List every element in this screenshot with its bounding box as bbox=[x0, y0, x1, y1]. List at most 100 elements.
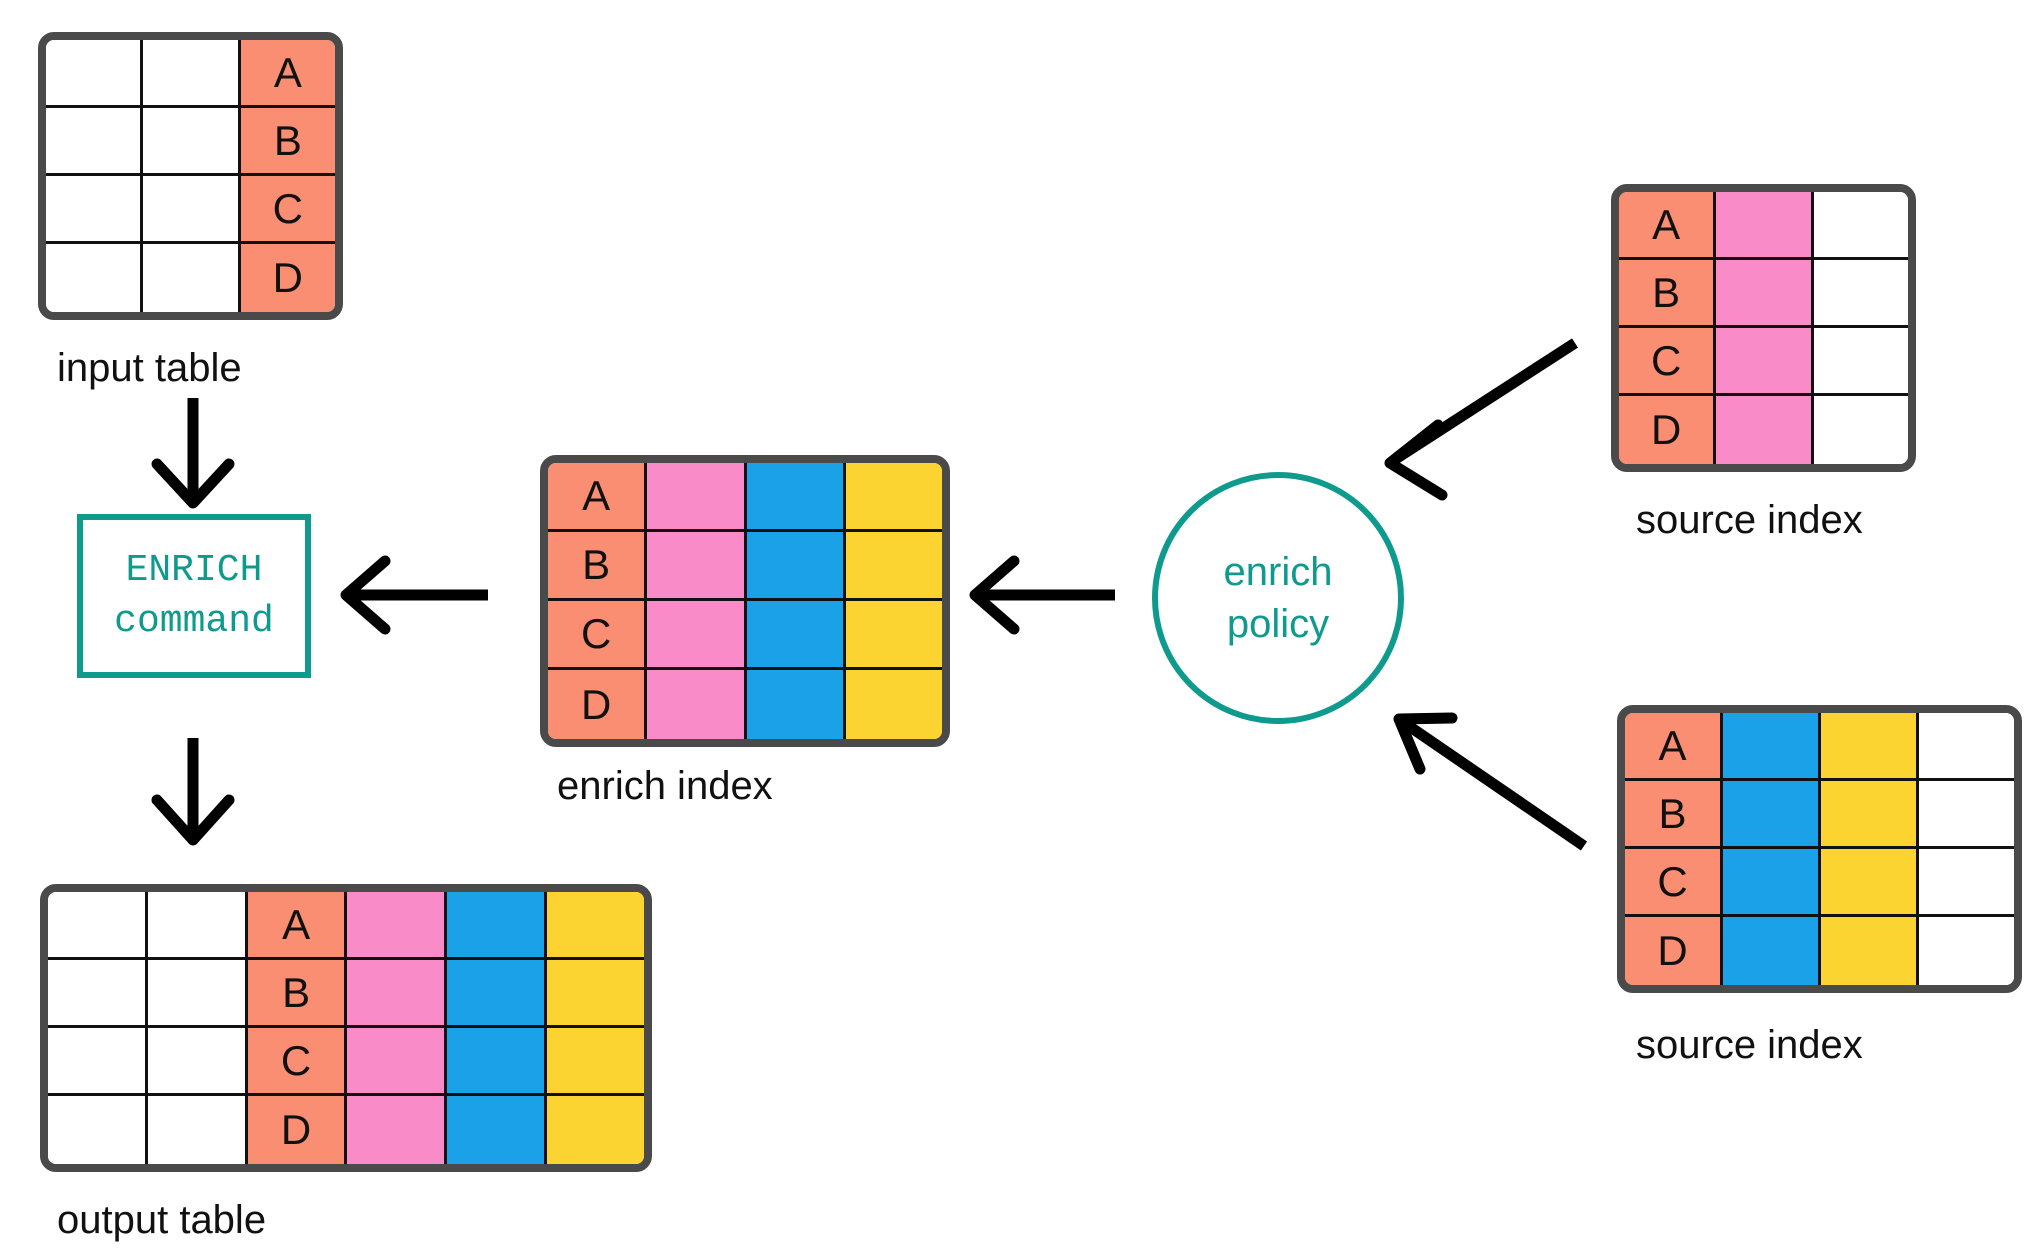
source-index-top-table: A B C D bbox=[1611, 184, 1916, 472]
table-cell-key: D bbox=[240, 244, 335, 312]
table-cell-blue bbox=[746, 532, 846, 601]
table-cell-yellow bbox=[845, 463, 942, 532]
table-cell-key: D bbox=[548, 670, 648, 739]
table-cell-key: C bbox=[240, 176, 335, 244]
table-cell-empty bbox=[1919, 781, 2014, 849]
table-cell-blue bbox=[1723, 917, 1821, 985]
table-row: A bbox=[48, 892, 644, 960]
table-cell-blue bbox=[447, 960, 548, 1028]
table-row: D bbox=[1625, 917, 2014, 985]
enrich-command-line1: ENRICH bbox=[125, 548, 263, 592]
table-row: D bbox=[548, 670, 942, 739]
table-cell-empty bbox=[1813, 396, 1908, 464]
table-row: B bbox=[1619, 260, 1908, 328]
table-row: B bbox=[1625, 781, 2014, 849]
table-cell-key: B bbox=[1625, 781, 1723, 849]
table-row: D bbox=[1619, 396, 1908, 464]
table-cell-empty bbox=[48, 892, 148, 960]
table-cell-key: C bbox=[247, 1028, 348, 1096]
table-cell-key: C bbox=[1619, 328, 1717, 396]
enrich-command-line2: command bbox=[114, 600, 274, 643]
table-cell-key: A bbox=[240, 40, 335, 108]
table-cell-key: A bbox=[1625, 713, 1723, 781]
table-cell-key: C bbox=[1625, 849, 1723, 917]
table-cell-blue bbox=[447, 1096, 548, 1164]
table-cell-blue bbox=[447, 1028, 548, 1096]
table-row: C bbox=[1625, 849, 2014, 917]
table-cell-key: A bbox=[247, 892, 348, 960]
table-cell-pink bbox=[1716, 328, 1814, 396]
table-cell-pink bbox=[1716, 260, 1814, 328]
table-row: D bbox=[48, 1096, 644, 1164]
table-cell-empty bbox=[48, 1028, 148, 1096]
table-cell-key: B bbox=[240, 108, 335, 176]
enrich-policy-line2: policy bbox=[1226, 602, 1330, 646]
table-cell-yellow bbox=[547, 960, 644, 1028]
table-row: D bbox=[46, 244, 335, 312]
arrow-source-index-top-to-enrich-policy bbox=[1384, 338, 1578, 501]
table-cell-pink bbox=[647, 532, 747, 601]
table-cell-empty bbox=[48, 1096, 148, 1164]
table-cell-yellow bbox=[1821, 917, 1919, 985]
table-cell-key: D bbox=[1619, 396, 1717, 464]
table-cell-empty bbox=[143, 108, 241, 176]
arrow-input-table-to-enrich-command bbox=[151, 398, 235, 509]
enrich-index-table: A B C D bbox=[540, 455, 950, 747]
table-cell-key: A bbox=[548, 463, 648, 532]
table-cell-pink bbox=[1716, 396, 1814, 464]
enrich-policy-circle[interactable]: enrich policy bbox=[1152, 472, 1404, 724]
table-cell-pink bbox=[347, 1096, 448, 1164]
arrow-enrich-command-to-output-table bbox=[151, 738, 235, 846]
table-cell-pink bbox=[347, 960, 448, 1028]
table-cell-empty bbox=[147, 1096, 248, 1164]
output-table: A B C D bbox=[40, 884, 652, 1172]
enrich-command-box[interactable]: ENRICH command bbox=[77, 514, 311, 678]
table-cell-blue bbox=[746, 670, 846, 739]
table-cell-yellow bbox=[547, 892, 644, 960]
table-row: C bbox=[1619, 328, 1908, 396]
table-cell-empty bbox=[46, 108, 144, 176]
table-cell-pink bbox=[647, 601, 747, 670]
table-cell-pink bbox=[1716, 192, 1814, 260]
table-cell-key: B bbox=[548, 532, 648, 601]
table-cell-yellow bbox=[547, 1028, 644, 1096]
table-cell-key: B bbox=[1619, 260, 1717, 328]
arrow-enrich-index-to-enrich-command bbox=[340, 555, 488, 635]
table-cell-blue bbox=[746, 601, 846, 670]
table-cell-yellow bbox=[1821, 849, 1919, 917]
table-cell-empty bbox=[143, 244, 241, 312]
table-cell-empty bbox=[1919, 917, 2014, 985]
table-row: A bbox=[46, 40, 335, 108]
table-cell-yellow bbox=[845, 532, 942, 601]
table-cell-pink bbox=[347, 1028, 448, 1096]
table-row: B bbox=[46, 108, 335, 176]
table-cell-key: A bbox=[1619, 192, 1717, 260]
table-row: C bbox=[46, 176, 335, 244]
input-table-caption: input table bbox=[57, 346, 242, 390]
table-cell-pink bbox=[647, 463, 747, 532]
arrow-source-index-bottom-to-enrich-policy bbox=[1393, 712, 1588, 851]
table-cell-key: D bbox=[247, 1096, 348, 1164]
table-cell-blue bbox=[1723, 781, 1821, 849]
table-cell-yellow bbox=[845, 601, 942, 670]
table-cell-empty bbox=[1813, 260, 1908, 328]
table-cell-yellow bbox=[1821, 781, 1919, 849]
source-index-bottom-table: A B C D bbox=[1617, 705, 2022, 993]
source-index-bottom-caption: source index bbox=[1636, 1023, 1863, 1067]
table-row: B bbox=[548, 532, 942, 601]
table-cell-blue bbox=[746, 463, 846, 532]
table-cell-yellow bbox=[547, 1096, 644, 1164]
table-cell-pink bbox=[647, 670, 747, 739]
table-row: C bbox=[548, 601, 942, 670]
table-row: A bbox=[1625, 713, 2014, 781]
table-cell-blue bbox=[1723, 849, 1821, 917]
table-cell-key: D bbox=[1625, 917, 1723, 985]
table-cell-empty bbox=[1919, 713, 2014, 781]
table-cell-key: B bbox=[247, 960, 348, 1028]
table-cell-empty bbox=[143, 40, 241, 108]
table-cell-empty bbox=[48, 960, 148, 1028]
table-cell-blue bbox=[447, 892, 548, 960]
table-cell-pink bbox=[347, 892, 448, 960]
table-row: B bbox=[48, 960, 644, 1028]
table-cell-yellow bbox=[845, 670, 942, 739]
